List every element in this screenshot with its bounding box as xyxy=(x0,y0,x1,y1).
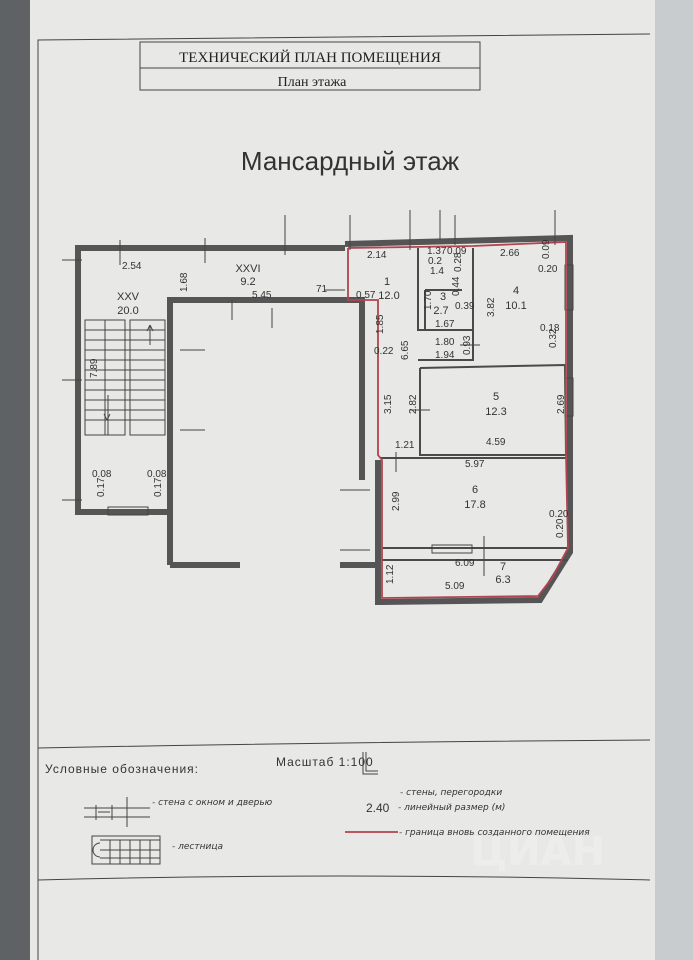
dimension: 1.67 xyxy=(435,319,455,330)
scale-label: Масштаб 1:100 xyxy=(276,755,374,769)
dimension: 0.08 xyxy=(147,469,167,480)
title-block xyxy=(139,41,481,91)
dimension: 0.20 xyxy=(555,518,566,538)
dimension: 0.44 xyxy=(451,276,462,296)
dimension: 0.2 xyxy=(428,256,442,267)
dimension: 5.45 xyxy=(252,290,272,301)
room-area: 20.0 xyxy=(117,305,138,317)
dimension: 0.18 xyxy=(540,323,560,334)
legend-item-linear-size: - линейный размер (м) xyxy=(398,803,505,813)
room-area: 10.1 xyxy=(505,300,526,312)
dimension: 1.4 xyxy=(430,266,444,277)
dimension: 2.14 xyxy=(367,250,387,261)
dimension: 0.09 xyxy=(541,239,552,259)
dimension: 2.82 xyxy=(408,394,419,414)
legend-item-stairs: - лестница xyxy=(172,842,223,852)
page-frame xyxy=(37,33,651,960)
dimension: 1.37 xyxy=(427,246,447,257)
dimension: 6.09 xyxy=(455,558,475,569)
legend-item-wall-window-door: - стена с окном и дверью xyxy=(152,798,273,808)
room-area: 6.3 xyxy=(495,574,510,586)
dimension: 6.65 xyxy=(400,340,411,360)
dimension: 1.94 xyxy=(435,350,455,361)
room-id: 1 xyxy=(384,276,390,288)
dimension: 2.66 xyxy=(500,248,520,259)
dimension: 0.09 xyxy=(447,246,467,257)
dimension: 71 xyxy=(316,284,328,295)
room-area: 12.0 xyxy=(378,290,399,302)
room-area: 12.3 xyxy=(485,406,506,418)
dimension: 0.17 xyxy=(96,477,107,497)
document-title: ТЕХНИЧЕСКИЙ ПЛАН ПОМЕЩЕНИЯ xyxy=(179,49,441,66)
room-id: 6 xyxy=(472,484,478,496)
walls xyxy=(75,234,574,606)
room-area: 9.2 xyxy=(240,276,255,288)
dimension: 0.20 xyxy=(549,509,569,520)
dimension: 1.80 xyxy=(435,337,455,348)
legend-item-walls: - стены, перегородки xyxy=(400,788,502,798)
room-id: 5 xyxy=(493,391,499,403)
dimension: 3.82 xyxy=(486,297,497,317)
wall-window-door-symbol xyxy=(84,797,150,827)
legend-heading: Условные обозначения: xyxy=(45,762,199,776)
dimension-labels: 2.54 1.68 5.45 71 7.89 0.08 0.17 0.08 0.… xyxy=(89,239,569,592)
door-window-marks xyxy=(62,210,556,576)
stair-symbol xyxy=(91,835,161,865)
room-id: 7 xyxy=(500,561,506,573)
dimension: 0.93 xyxy=(462,335,473,355)
dimension: 4.59 xyxy=(486,437,506,448)
dimension: 2.69 xyxy=(556,394,567,414)
staircase xyxy=(84,319,166,436)
dimension: 1.68 xyxy=(179,272,190,292)
room-id: 4 xyxy=(513,285,519,297)
room-id: XXV xyxy=(117,291,140,303)
dimension: 7.89 xyxy=(89,358,100,378)
dimension: 0.39 xyxy=(455,301,475,312)
legend-item-boundary: - граница вновь созданного помещения xyxy=(399,828,590,838)
dimension: 0.57 xyxy=(356,290,376,301)
room-labels: XXV 20.0 XXVI 9.2 1 12.0 3 2.7 4 10.1 5 … xyxy=(117,263,527,586)
wall-symbol xyxy=(362,752,378,775)
document-page xyxy=(30,0,655,960)
dimension: 0.28 xyxy=(453,252,464,272)
dimension-sample: 2.40 xyxy=(366,801,390,815)
legend-divider xyxy=(37,739,651,749)
dimension: 0.08 xyxy=(92,469,112,480)
new-premises-boundary xyxy=(347,241,569,599)
dimension: 0.22 xyxy=(374,346,394,357)
dimension: 5.09 xyxy=(445,581,465,592)
room-area: 17.8 xyxy=(464,499,485,511)
room-area: 2.7 xyxy=(433,305,448,317)
dimension: 0.17 xyxy=(153,477,164,497)
dimension: 1.85 xyxy=(375,314,386,334)
dimension: 3.15 xyxy=(383,394,394,414)
dimension: 1.21 xyxy=(395,440,415,451)
dimension: 0.32 xyxy=(548,328,559,348)
dimension: 0.20 xyxy=(538,264,558,275)
dimension: 1.12 xyxy=(385,564,396,584)
document-subtitle: План этажа xyxy=(278,75,347,90)
room-id: 3 xyxy=(440,291,446,303)
legend-bottom-divider xyxy=(37,875,651,881)
dimension: 2.54 xyxy=(122,261,142,272)
watermark: ЦИАН xyxy=(470,829,605,875)
dimension: 5.97 xyxy=(465,459,485,470)
dimension: 2.99 xyxy=(391,491,402,511)
room-id: XXVI xyxy=(235,263,260,275)
dimension: 1.70 xyxy=(423,290,434,310)
floor-title: Мансардный этаж xyxy=(241,146,460,176)
